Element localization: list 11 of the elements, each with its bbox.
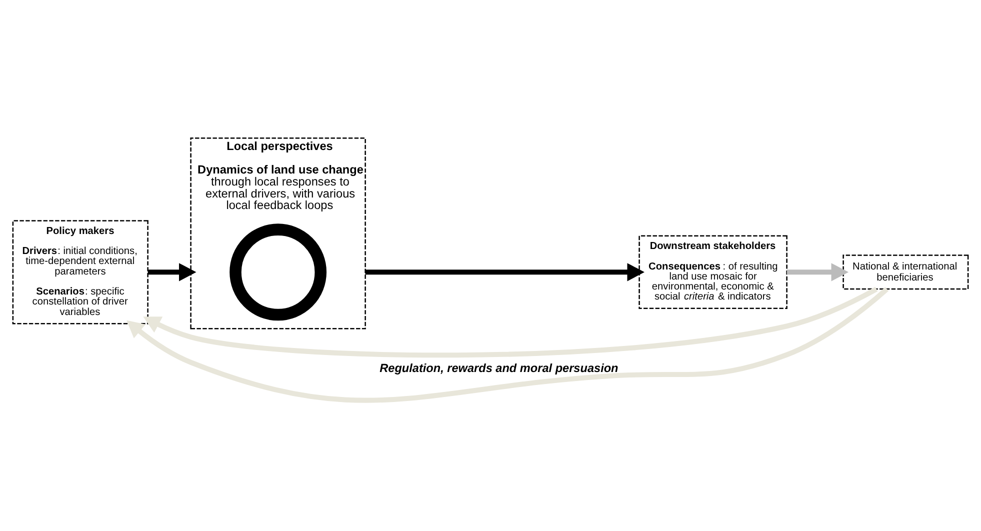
arrow — [126, 286, 889, 402]
node-box: Downstream stakeholders Consequences: of resulting land use mosaic for environmental, economic & social criteria & indicators — [638, 234, 788, 309]
node-circle — [230, 223, 327, 320]
edge-label: Regulation, rewards and moral persuasion — [380, 360, 618, 374]
cluster: Local perspectives Dynamics of land use change through local responses to external drivers, with various local feedback loops — [190, 136, 366, 329]
arrow — [143, 286, 878, 358]
node-box: Policy makers Drivers: initial conditions, time-dependent external parameters Scenarios: specific constellation of driver variables — [12, 220, 148, 324]
arrow — [786, 262, 849, 281]
node-box: National & international beneficiaries — [842, 254, 969, 290]
arrow — [365, 262, 644, 281]
arrow — [148, 262, 196, 281]
